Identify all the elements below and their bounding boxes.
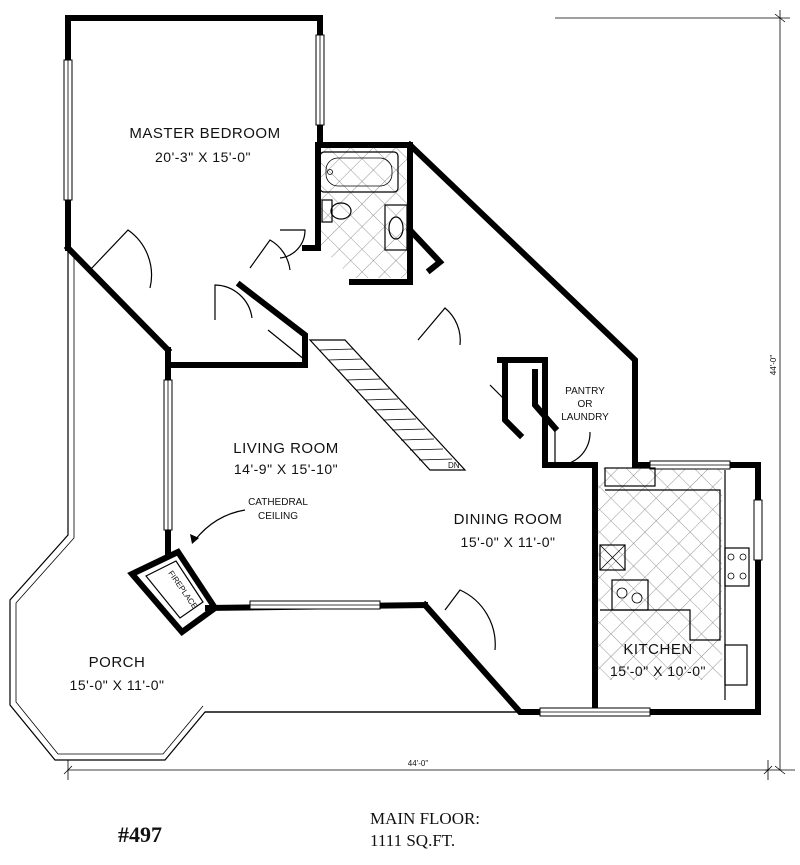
floor-area: 1111 SQ.FT. <box>370 831 455 850</box>
master-bedroom-dims: 20'-3" X 15'-0" <box>155 149 251 165</box>
kitchen-name: KITCHEN <box>623 641 692 658</box>
windows <box>63 34 763 717</box>
cathedral-arrow <box>190 509 246 544</box>
kitchen-tile-floor <box>596 468 722 680</box>
floor-label: MAIN FLOOR: <box>370 809 480 828</box>
dimension-lines <box>63 10 795 780</box>
fireplace: FIREPLACE <box>127 548 220 637</box>
master-bedroom-name: MASTER BEDROOM <box>129 125 280 142</box>
cathedral-label-1: CATHEDRAL <box>248 497 308 508</box>
kitchen-fixtures <box>599 467 750 700</box>
porch-dims: 15'-0" X 11'-0" <box>70 677 165 693</box>
width-dimension: 44'-0" <box>408 759 429 768</box>
depth-dimension: 44'-0" <box>769 355 778 376</box>
pantry-label-3: LAUNDRY <box>561 412 609 423</box>
porch-outline <box>9 250 520 761</box>
interior-walls <box>165 225 598 713</box>
porch-outline-inner <box>15 256 204 755</box>
dining-room-name: DINING ROOM <box>454 511 563 528</box>
living-room-dims: 14'-9" X 15'-10" <box>234 461 338 477</box>
cathedral-label-2: CEILING <box>258 511 298 522</box>
plan-number: #497 <box>118 822 162 847</box>
doors <box>89 229 591 651</box>
kitchen-dims: 15'-0" X 10'-0" <box>610 663 706 679</box>
living-room-name: LIVING ROOM <box>233 440 339 457</box>
dining-room-dims: 15'-0" X 11'-0" <box>461 534 556 550</box>
pantry-label-2: OR <box>578 399 593 410</box>
bath-tile-floor <box>318 148 410 278</box>
pantry-label-1: PANTRY <box>565 386 605 397</box>
stair-dn-label: DN <box>448 461 460 470</box>
bathroom-fixtures <box>319 151 408 251</box>
staircase: DN <box>308 339 467 471</box>
porch-name: PORCH <box>89 654 146 671</box>
